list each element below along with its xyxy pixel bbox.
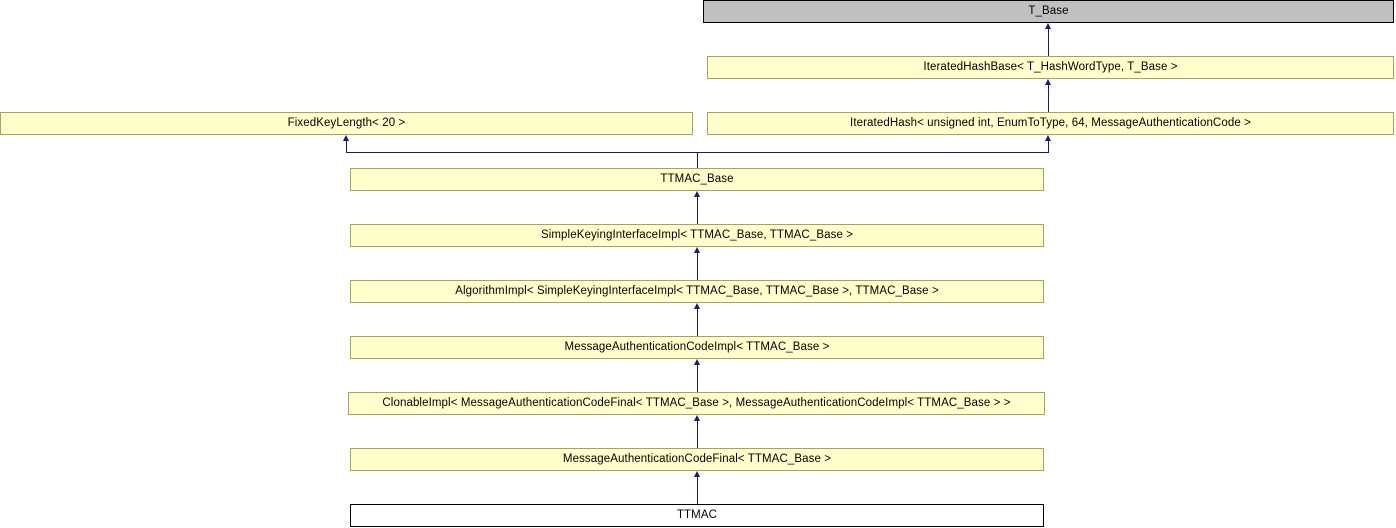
arrowhead-to-macf bbox=[694, 471, 700, 477]
arrowhead-to-iterated-hash bbox=[1045, 135, 1051, 141]
class-node-ttmac[interactable]: TTMAC bbox=[350, 504, 1044, 527]
class-node-simple-keying-interface-impl[interactable]: SimpleKeyingInterfaceImpl< TTMAC_Base, T… bbox=[350, 224, 1044, 247]
edge-ttmac-base-to-fixed-key-length bbox=[346, 141, 347, 153]
arrowhead-to-clonable bbox=[694, 415, 700, 421]
arrowhead-to-fixed-key-length bbox=[343, 135, 349, 141]
edge-macf-to-clonable bbox=[697, 420, 698, 448]
arrowhead-to-t-base bbox=[1045, 23, 1051, 29]
class-node-label: TTMAC bbox=[676, 508, 718, 521]
edge-iterated-hash-to-iterated-hash-base bbox=[1048, 84, 1049, 112]
edge-ttmac-base-stub bbox=[697, 152, 698, 168]
class-node-label: IteratedHashBase< T_HashWordType, T_Base… bbox=[923, 60, 1178, 73]
class-node-message-authentication-code-final[interactable]: MessageAuthenticationCodeFinal< TTMAC_Ba… bbox=[350, 448, 1044, 471]
class-node-algorithm-impl[interactable]: AlgorithmImpl< SimpleKeyingInterfaceImpl… bbox=[350, 280, 1044, 303]
arrowhead-to-ski bbox=[694, 247, 700, 253]
class-node-label: AlgorithmImpl< SimpleKeyingInterfaceImpl… bbox=[455, 284, 939, 297]
class-node-label: MessageAuthenticationCodeFinal< TTMAC_Ba… bbox=[562, 452, 832, 465]
edge-ski-to-ttmac-base bbox=[697, 196, 698, 224]
class-node-t-base[interactable]: T_Base bbox=[703, 0, 1394, 23]
edge-clonable-to-maci bbox=[697, 364, 698, 392]
class-node-iterated-hash[interactable]: IteratedHash< unsigned int, EnumToType, … bbox=[707, 112, 1394, 135]
edge-ttmac-base-bus bbox=[346, 152, 1049, 153]
class-node-iterated-hash-base[interactable]: IteratedHashBase< T_HashWordType, T_Base… bbox=[707, 56, 1394, 79]
class-node-label: TTMAC_Base bbox=[660, 172, 734, 185]
arrowhead-to-ttmac-base bbox=[694, 191, 700, 197]
class-node-ttmac-base[interactable]: TTMAC_Base bbox=[350, 168, 1044, 191]
class-node-label: IteratedHash< unsigned int, EnumToType, … bbox=[850, 116, 1251, 129]
class-node-label: T_Base bbox=[1028, 4, 1069, 17]
class-node-clonable-impl[interactable]: ClonableImpl< MessageAuthenticationCodeF… bbox=[348, 392, 1045, 415]
class-node-label: MessageAuthenticationCodeImpl< TTMAC_Bas… bbox=[564, 340, 830, 353]
edge-ttmac-base-to-iterated-hash bbox=[1048, 141, 1049, 153]
class-node-label: SimpleKeyingInterfaceImpl< TTMAC_Base, T… bbox=[540, 228, 854, 241]
class-node-label: ClonableImpl< MessageAuthenticationCodeF… bbox=[382, 396, 1011, 409]
edge-algorithm-impl-to-ski bbox=[697, 252, 698, 280]
arrowhead-to-algorithm-impl bbox=[694, 303, 700, 309]
arrowhead-to-maci bbox=[694, 359, 700, 365]
class-node-message-authentication-code-impl[interactable]: MessageAuthenticationCodeImpl< TTMAC_Bas… bbox=[350, 336, 1044, 359]
arrowhead-to-iterated-hash-base bbox=[1045, 79, 1051, 85]
edge-maci-to-algorithm-impl bbox=[697, 308, 698, 336]
class-node-fixed-key-length[interactable]: FixedKeyLength< 20 > bbox=[0, 112, 693, 135]
class-node-label: FixedKeyLength< 20 > bbox=[287, 116, 406, 129]
edge-ttmac-to-macf bbox=[697, 476, 698, 504]
edge-iterated-hash-base-to-t-base bbox=[1048, 28, 1049, 56]
